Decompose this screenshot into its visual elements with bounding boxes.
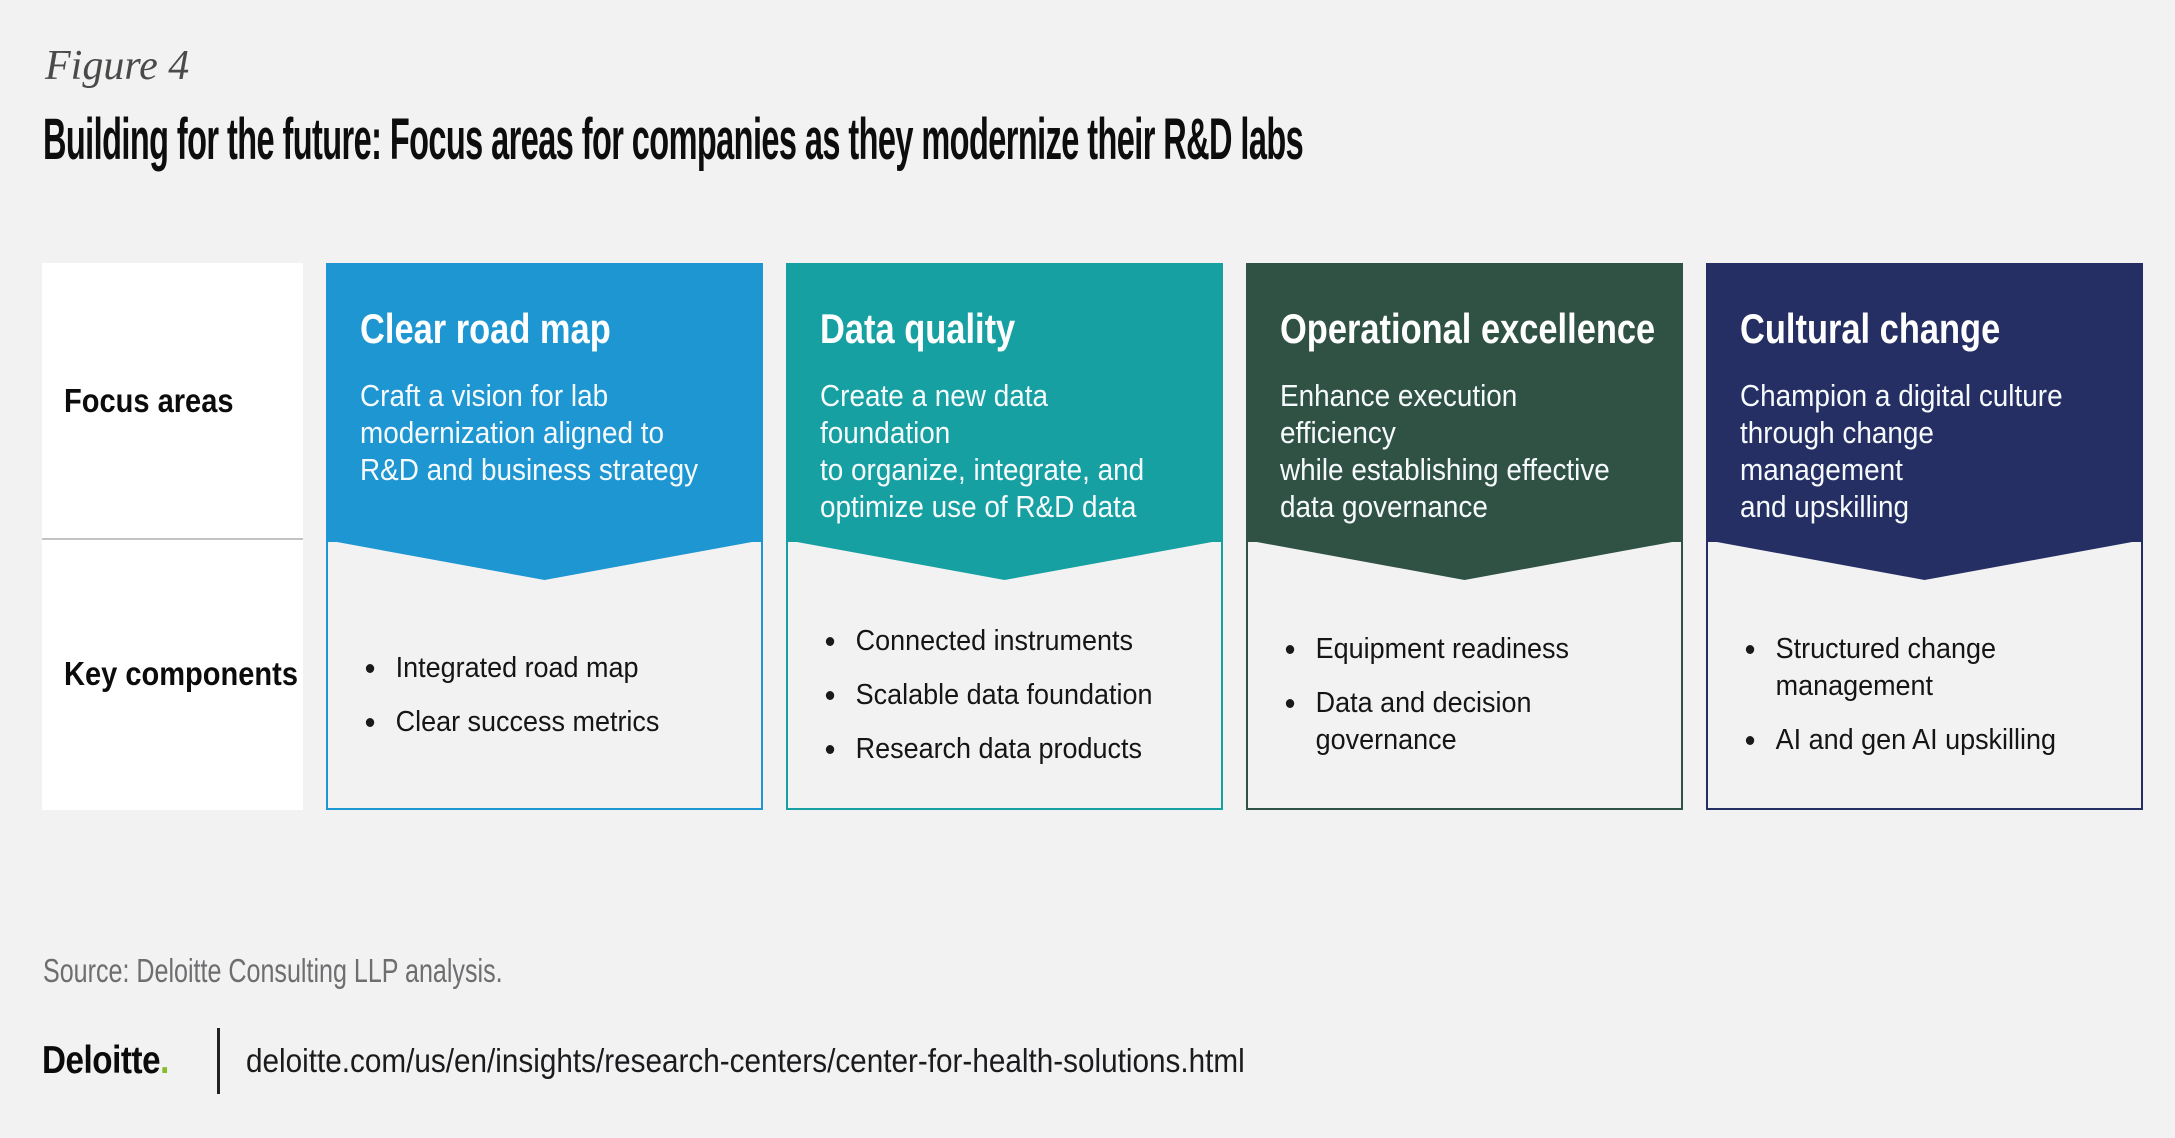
figure-title: Building for the future: Focus areas for… — [43, 107, 1304, 172]
column-cultural-change: Cultural change Champion a digital cultu… — [1706, 263, 2143, 810]
focus-area-banner: Clear road map Craft a vision for lab mo… — [326, 263, 763, 580]
row-label-key-components: Key components — [64, 655, 298, 692]
focus-area-banner: Cultural change Champion a digital cultu… — [1706, 263, 2143, 580]
key-component-item: AI and gen AI upskilling — [1744, 722, 2106, 759]
key-component-item: Structured change management — [1744, 631, 2106, 705]
focus-area-title: Operational excellence — [1280, 305, 1656, 352]
column-data-quality: Data quality Create a new data foundatio… — [786, 263, 1223, 810]
focus-area-banner: Operational excellence Enhance execution… — [1246, 263, 1683, 580]
focus-area-title: Clear road map — [360, 305, 611, 352]
column-clear-road-map: Clear road map Craft a vision for lab mo… — [326, 263, 763, 810]
focus-area-description: Craft a vision for lab modernization ali… — [360, 378, 699, 487]
row-label-focus-areas: Focus areas — [64, 381, 234, 419]
figure-label: Figure 4 — [45, 43, 190, 89]
focus-area-title: Data quality — [820, 305, 1016, 352]
focus-areas-matrix: Focus areas Key components Clear road ma… — [42, 263, 2143, 810]
key-component-item: Equipment readiness — [1284, 631, 1646, 668]
deloitte-logo-green-dot: . — [160, 1039, 169, 1082]
key-component-item: Research data products — [824, 731, 1186, 768]
row-header-key-components: Key components — [42, 540, 303, 808]
key-component-item: Integrated road map — [364, 650, 726, 687]
source-note: Source: Deloitte Consulting LLP analysis… — [43, 952, 503, 989]
focus-area-description: Enhance execution efficiency while estab… — [1280, 378, 1610, 524]
column-operational-excellence: Operational excellence Enhance execution… — [1246, 263, 1683, 810]
key-component-item: Connected instruments — [824, 623, 1186, 660]
focus-area-description: Create a new data foundation to organize… — [820, 378, 1145, 524]
deloitte-logo-text: Deloitte — [42, 1039, 161, 1082]
key-components-list: Structured change management AI and gen A… — [1708, 542, 2141, 808]
row-header-focus-areas: Focus areas — [42, 263, 303, 540]
key-component-item: Data and decision governance — [1284, 685, 1646, 759]
footer-divider — [217, 1028, 221, 1094]
focus-area-banner: Data quality Create a new data foundatio… — [786, 263, 1223, 580]
deloitte-logo: Deloitte. — [42, 1039, 169, 1083]
key-component-item: Clear success metrics — [364, 704, 726, 741]
focus-area-description: Champion a digital culture through chang… — [1740, 378, 2063, 524]
row-header-column: Focus areas Key components — [42, 263, 303, 810]
footer-url: deloitte.com/us/en/insights/research-cen… — [246, 1042, 1246, 1079]
brand-footer: Deloitte. deloitte.com/us/en/insights/re… — [42, 1028, 1356, 1094]
key-component-item: Scalable data foundation — [824, 677, 1186, 714]
focus-area-title: Cultural change — [1740, 305, 2001, 352]
key-components-box: Structured change management AI and gen A… — [1706, 540, 2143, 810]
